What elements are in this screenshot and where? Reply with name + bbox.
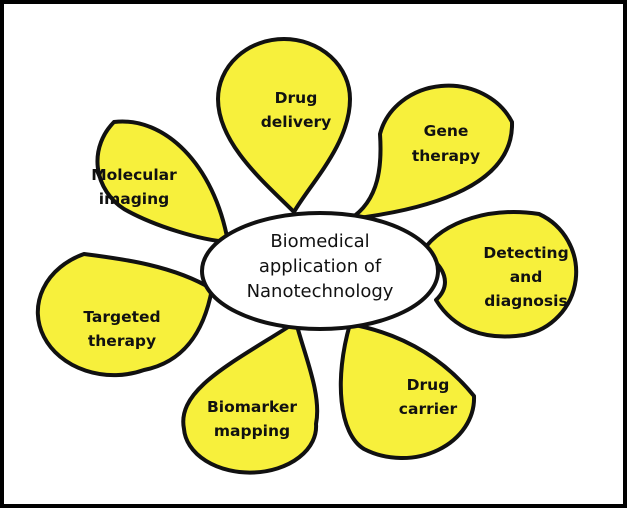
petal-label-line: Targeted xyxy=(83,308,160,326)
petal-drug-delivery xyxy=(216,37,352,214)
petal-gene-therapy xyxy=(348,83,515,221)
petal-label-biomarker-mapping: Biomarker mapping xyxy=(207,398,297,440)
center-ellipse xyxy=(200,211,440,331)
petal-label-line: imaging xyxy=(99,190,169,208)
petal-molecular-imaging xyxy=(95,119,230,244)
petal-label-line: mapping xyxy=(214,422,290,440)
petal-label-line: Drug xyxy=(275,89,318,107)
petals xyxy=(35,37,579,475)
flower-diagram: Biomedical application of Nanotechnology… xyxy=(35,37,579,475)
center-label: Biomedical application of Nanotechnology xyxy=(247,231,394,302)
petal-label-line: and xyxy=(510,268,543,286)
petal-detecting-and-diagnosis xyxy=(420,210,579,339)
center-line-3: Nanotechnology xyxy=(247,281,394,302)
petal-label-targeted-therapy: Targeted therapy xyxy=(83,308,160,350)
petal-label-drug-delivery: Drug delivery xyxy=(261,89,332,131)
petal-label-line: therapy xyxy=(88,332,156,350)
petal-drug-carrier xyxy=(338,322,477,461)
center-line-1: Biomedical xyxy=(270,231,369,252)
petal-label-drug-carrier: Drug carrier xyxy=(399,376,458,418)
petal-label-gene-therapy: Gene therapy xyxy=(412,122,480,165)
petal-label-line: Detecting xyxy=(483,244,568,262)
petal-label-line: carrier xyxy=(399,400,458,418)
petal-label-line: diagnosis xyxy=(484,292,567,310)
petal-label-line: Drug xyxy=(407,376,450,394)
petal-targeted-therapy xyxy=(35,252,214,378)
center-line-2: application of xyxy=(259,256,382,277)
petal-label-line: Biomarker xyxy=(207,398,297,416)
petal-label-line: therapy xyxy=(412,147,480,165)
petal-label-molecular-imaging: Molecular imaging xyxy=(91,166,177,208)
petal-label-line: Molecular xyxy=(91,166,177,184)
petal-label-detecting-and-diagnosis: Detecting and diagnosis xyxy=(483,244,568,310)
petal-label-line: delivery xyxy=(261,113,332,131)
petal-biomarker-mapping xyxy=(181,320,320,475)
petal-label-line: Gene xyxy=(424,122,469,140)
